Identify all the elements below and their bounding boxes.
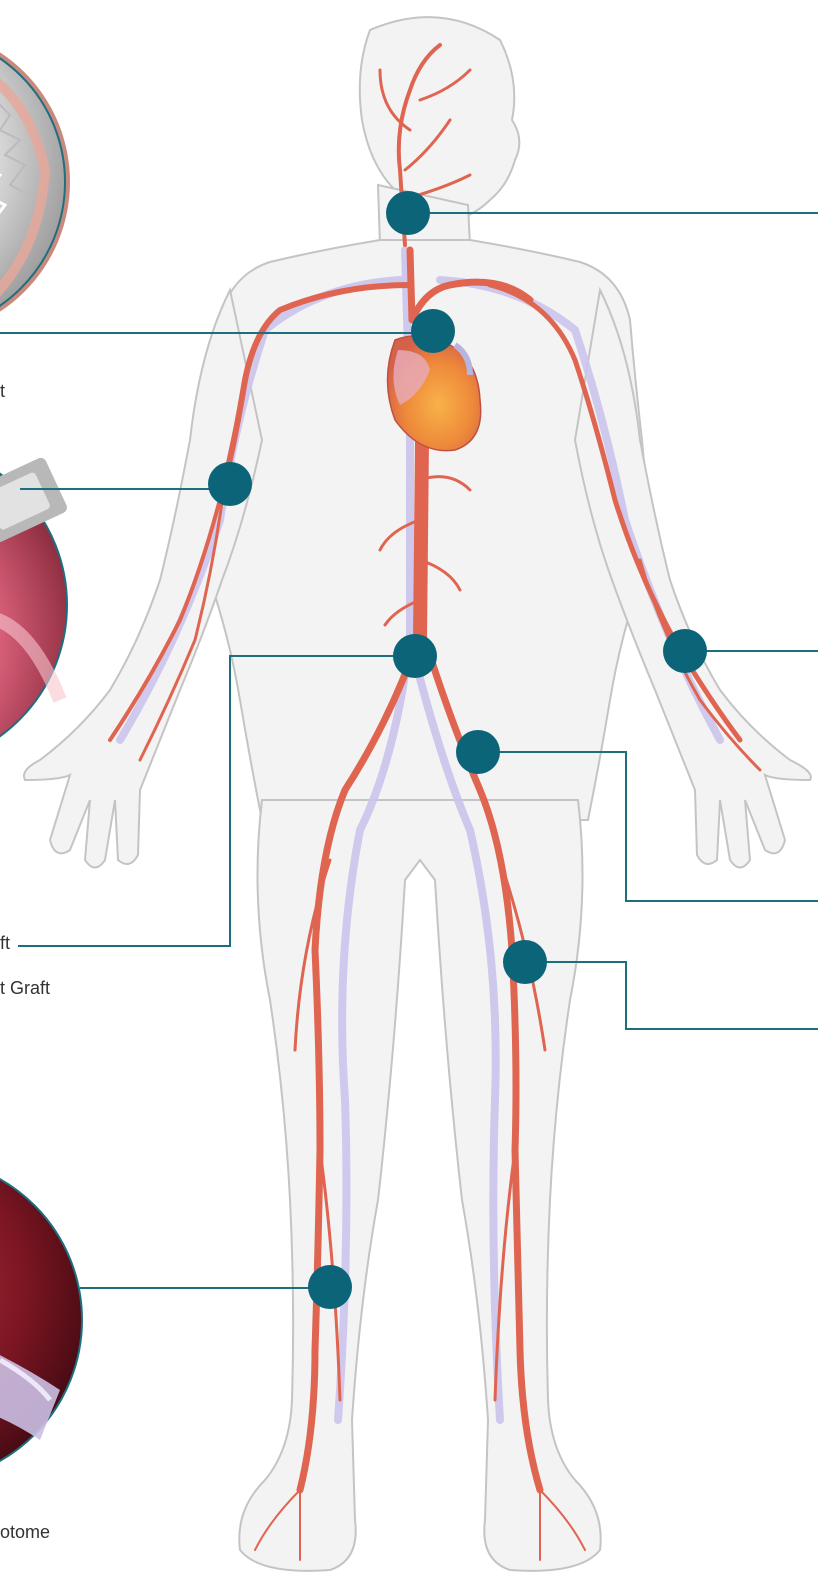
left-forearm-marker[interactable] [663,629,707,673]
detail-circle-top [0,27,70,337]
abdominal-label-line-1: ft [0,933,10,954]
detail-circle-middle [0,443,69,767]
detail-circle-bottom [0,1158,82,1482]
femoral-marker[interactable] [503,940,547,984]
carotid-marker[interactable] [386,191,430,235]
aortic-arch-marker[interactable] [411,309,455,353]
human-body-outline [24,17,811,1571]
abdominal-aorta-marker[interactable] [393,634,437,678]
lower-leg-label: otome [0,1522,50,1543]
abdominal-label-line-2: t Graft [0,978,50,999]
right-arm-marker[interactable] [208,462,252,506]
iliac-marker[interactable] [456,730,500,774]
aortic-arch-label: t [0,381,5,402]
lower-leg-marker[interactable] [308,1265,352,1309]
